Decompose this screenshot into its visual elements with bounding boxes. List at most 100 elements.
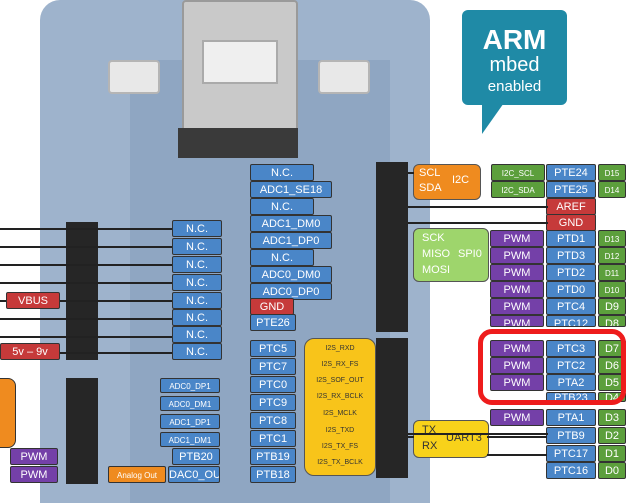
- pwm-label: PWM: [490, 247, 544, 264]
- wire: [0, 336, 180, 338]
- sda-label: SDA: [419, 182, 442, 194]
- pwm-label: PWM: [490, 374, 544, 391]
- wire: [0, 318, 180, 320]
- digital-label: D13: [598, 230, 626, 247]
- digital-label: D10: [598, 281, 626, 298]
- pin-label: ADC1_DP0: [250, 232, 332, 249]
- right-header-top: [376, 162, 408, 332]
- pin-label: PTC9: [250, 394, 296, 411]
- pin-label: PTC12: [546, 315, 596, 327]
- wire: [408, 206, 548, 208]
- pwm-label: PWM: [490, 281, 544, 298]
- scl-label: SCL: [419, 167, 441, 179]
- aref-label: AREF: [546, 198, 596, 215]
- pin-label: PTC7: [250, 358, 296, 375]
- digital-label: D15: [598, 164, 626, 181]
- right-header-bottom: [376, 338, 408, 478]
- ethernet-base: [178, 128, 298, 158]
- pin-label: N.C.: [250, 164, 314, 181]
- logo-enabled-text: enabled: [487, 78, 542, 95]
- pwm-label: PWM: [490, 340, 544, 357]
- power-input-label: 5v – 9v: [0, 343, 60, 360]
- i2c-tag: I2C_SCL: [491, 164, 545, 181]
- pin-label: ADC0_DM1: [160, 396, 220, 411]
- i2s-label: I2S_TX_FS: [321, 443, 359, 450]
- spi-name: SPI0: [458, 248, 482, 260]
- usb-port-right: [318, 60, 370, 94]
- pin-label: N.C.: [172, 220, 222, 237]
- pin-label: N.C.: [172, 292, 222, 309]
- i2s-label: I2S_RXD: [325, 345, 355, 352]
- analog-out-label: Analog Out: [108, 466, 166, 483]
- side-block: [0, 378, 16, 448]
- pin-label: PTB19: [250, 448, 296, 465]
- wire: [408, 222, 548, 224]
- pin-label: PTD3: [546, 247, 596, 264]
- pin-label: PTC5: [250, 340, 296, 357]
- pin-label: PTA1: [546, 409, 596, 426]
- digital-label: D14: [598, 181, 626, 198]
- digital-label: D8: [598, 315, 626, 327]
- miso-label: MISO: [422, 248, 451, 260]
- spi-group: SCK MISO MOSI SPI0: [413, 228, 489, 282]
- i2s-label: I2S_SOF_OUT: [316, 377, 364, 384]
- wire: [408, 436, 414, 438]
- pin-label: ADC0_DP1: [160, 378, 220, 393]
- i2s-label: I2S_RX_BCLK: [316, 393, 364, 400]
- digital-label: D9: [598, 298, 626, 315]
- pin-label: PTE25: [546, 181, 596, 198]
- pin-label: N.C.: [172, 309, 222, 326]
- ethernet-jack: [182, 0, 298, 134]
- left-header-top: [66, 222, 98, 360]
- pin-label: N.C.: [172, 326, 222, 343]
- pwm-label: PWM: [10, 466, 58, 483]
- pin-label: ADC1_DP1: [160, 414, 220, 429]
- arm-logo-tail: [482, 100, 506, 134]
- pin-label: N.C.: [172, 343, 222, 360]
- wire: [487, 454, 547, 456]
- pwm-label: PWM: [490, 409, 544, 426]
- pin-label: N.C.: [250, 249, 314, 266]
- pwm-label: PWM: [490, 357, 544, 374]
- digital-label: D2: [598, 427, 626, 444]
- wire: [0, 246, 180, 248]
- pin-label: ADC0_DM0: [250, 266, 332, 283]
- pwm-label: PWM: [490, 315, 544, 327]
- wire: [0, 300, 180, 302]
- pin-label: PTC8: [250, 412, 296, 429]
- wire: [0, 352, 180, 354]
- digital-label: D5: [598, 374, 626, 391]
- uart-group: TX RX UART3: [413, 420, 489, 458]
- digital-label: D11: [598, 264, 626, 281]
- pin-label: PTC4: [546, 298, 596, 315]
- i2c-tag: I2C_SDA: [491, 181, 545, 198]
- ethernet-port: [202, 40, 278, 84]
- sck-label: SCK: [422, 232, 445, 244]
- pwm-label: PWM: [490, 230, 544, 247]
- pin-label: PTC2: [546, 357, 596, 374]
- gnd-label: GND: [546, 214, 596, 231]
- wire: [408, 433, 548, 435]
- digital-label: D6: [598, 357, 626, 374]
- pin-label: PTD2: [546, 264, 596, 281]
- pin-label: ADC1_SE18: [250, 181, 332, 198]
- rx-label: RX: [422, 440, 438, 452]
- mosi-label: MOSI: [422, 264, 451, 276]
- pin-label: N.C.: [250, 198, 314, 215]
- logo-arm-text: ARM: [482, 24, 547, 55]
- pin-label: PTE26: [250, 314, 296, 331]
- logo-mbed-text: mbed: [489, 54, 540, 76]
- pin-label: PTC1: [250, 430, 296, 447]
- pin-label: PTC16: [546, 462, 596, 479]
- digital-label: D12: [598, 247, 626, 264]
- pin-label: N.C.: [172, 274, 222, 291]
- pin-label: N.C.: [172, 256, 222, 273]
- usb-port-left: [108, 60, 160, 94]
- arm-mbed-logo: ARM mbed enabled: [462, 10, 567, 105]
- wire: [0, 228, 180, 230]
- pin-label: PTD1: [546, 230, 596, 247]
- highlight-box: [478, 329, 626, 405]
- pin-label: DAC0_OUT: [168, 466, 220, 483]
- pin-label: PTE24: [546, 164, 596, 181]
- pin-label: PTB20: [172, 448, 220, 465]
